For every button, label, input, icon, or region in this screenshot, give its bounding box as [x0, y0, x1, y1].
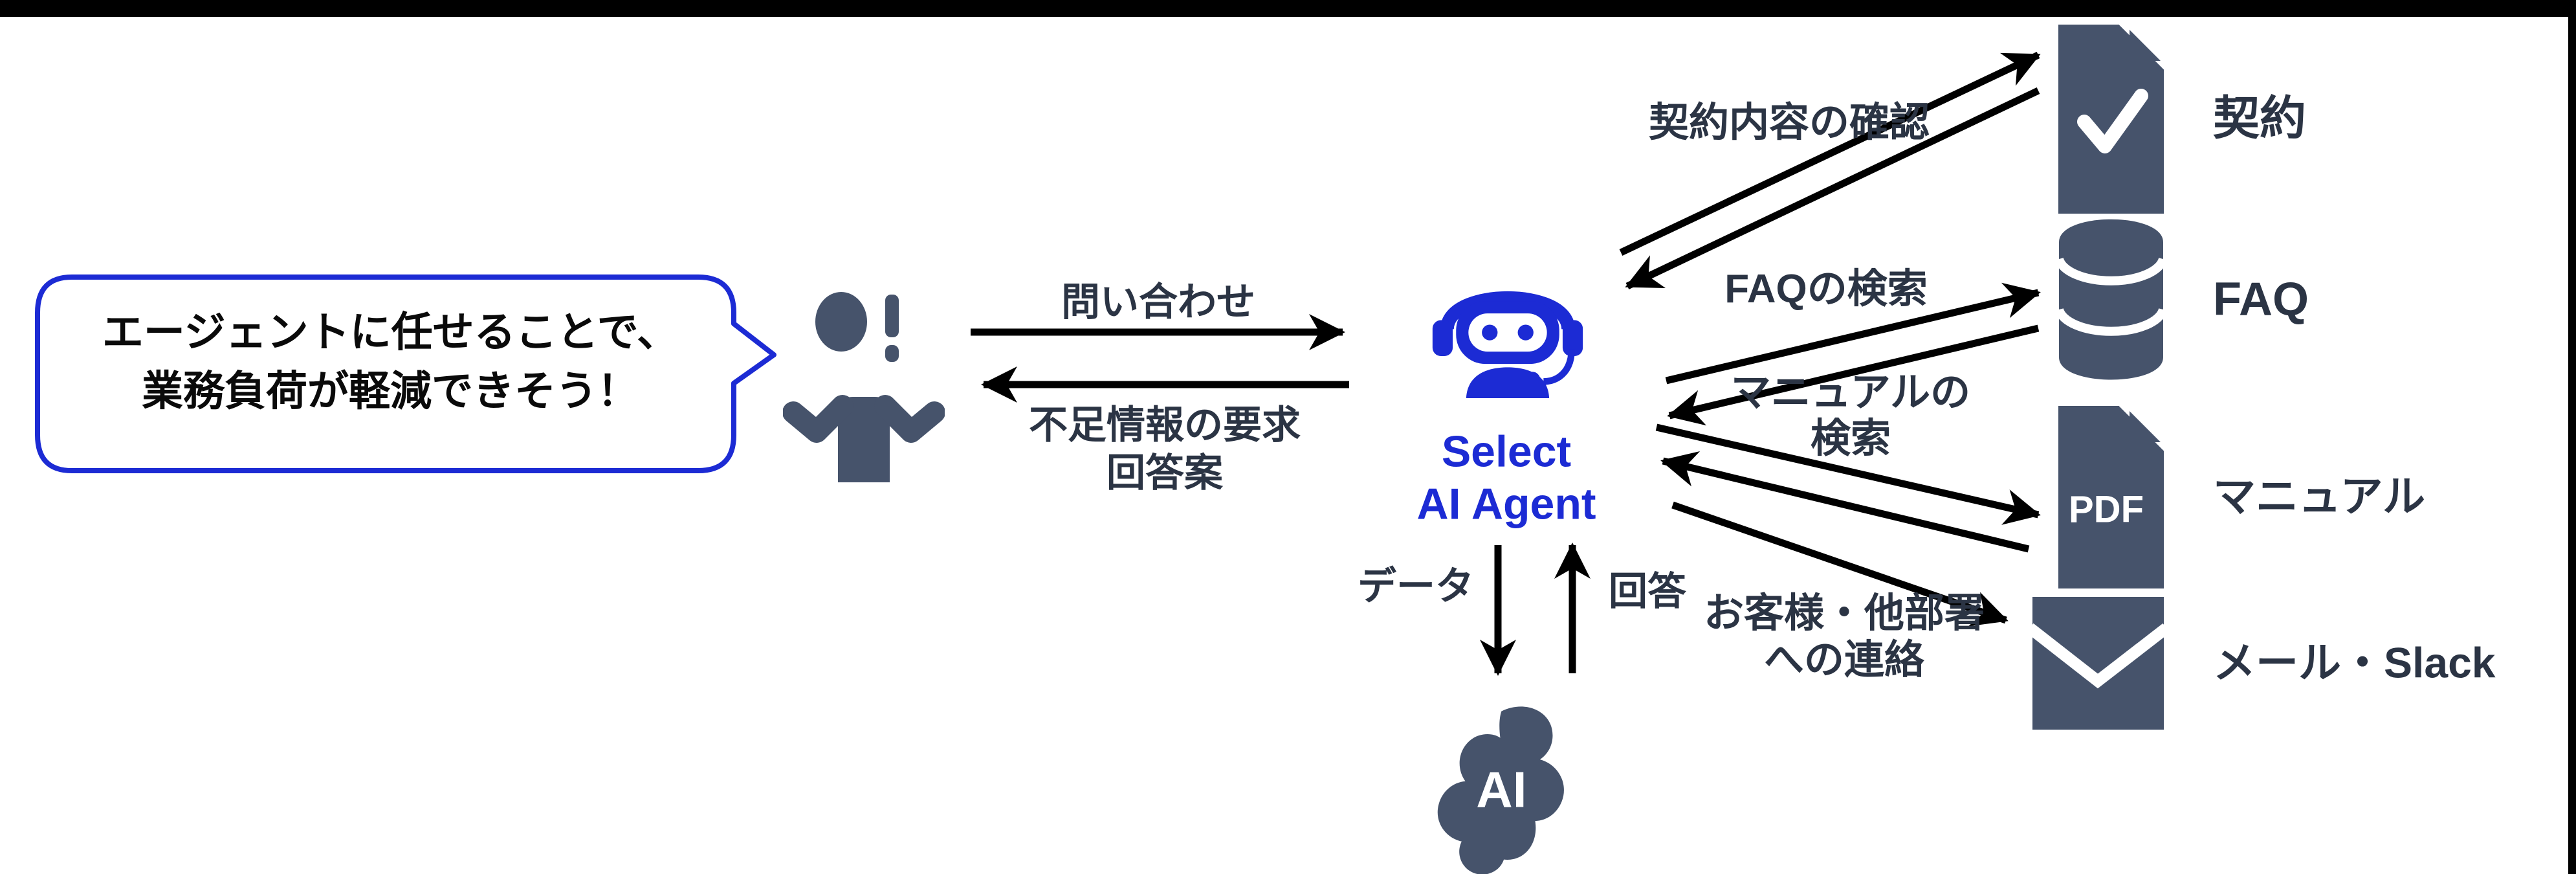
contact-label-line2: への連絡: [1763, 637, 1925, 682]
manual-pdf-icon: PDF: [2058, 406, 2164, 588]
pdf-badge: PDF: [2069, 489, 2144, 531]
manual-search-label-line1: マニュアルの: [1730, 370, 1971, 415]
contact-label-line1: お客様・他部署: [1703, 590, 1985, 636]
contract-document-icon: [2058, 25, 2164, 214]
response-label-line2: 回答案: [1106, 451, 1223, 495]
inquiry-label: 問い合わせ: [1061, 280, 1255, 324]
resource-label-manual: マニュアル: [2213, 472, 2426, 521]
resource-label-contract: 契約: [2213, 93, 2307, 145]
ai-badge: AI: [1476, 761, 1526, 818]
speech-bubble-text: エージェントに任せることで、 業務負荷が軽減できそう！: [36, 276, 744, 472]
faq-search-label: FAQの検索: [1724, 266, 1928, 311]
exclamation-icon: [885, 295, 899, 337]
manual-search-label-line2: 検索: [1810, 416, 1891, 461]
answer-label: 回答: [1609, 570, 1686, 613]
agent-name-line1: Select: [1441, 427, 1572, 476]
arrow-contract-out: [1619, 52, 2041, 256]
frame-top-border: [0, 0, 2576, 17]
resource-label-mail-slack: メール・Slack: [2213, 638, 2496, 687]
response-label-line1: 不足情報の要求: [1029, 403, 1301, 447]
frame-right-border: [2568, 0, 2576, 874]
user-shrug-icon: [783, 292, 945, 482]
speech-bubble: [35, 275, 776, 473]
faq-database-icon: [2058, 219, 2164, 380]
speech-bubble-line2: 業務負荷が軽減できそう！: [142, 368, 639, 414]
data-label: データ: [1358, 565, 1474, 608]
resource-label-faq: FAQ: [2213, 273, 2309, 326]
mail-envelope-icon: [2032, 597, 2164, 730]
checkmark-icon: [2077, 89, 2148, 153]
speech-bubble-line1: エージェントに任せることで、: [102, 309, 679, 356]
agent-robot-icon: [1432, 291, 1583, 398]
agent-name-line2: AI Agent: [1416, 479, 1596, 529]
ai-engine-blob-icon: AI: [1437, 706, 1564, 874]
contract-check-label: 契約内容の確認: [1648, 100, 1930, 145]
arrow-manual-back: [1660, 451, 2030, 553]
